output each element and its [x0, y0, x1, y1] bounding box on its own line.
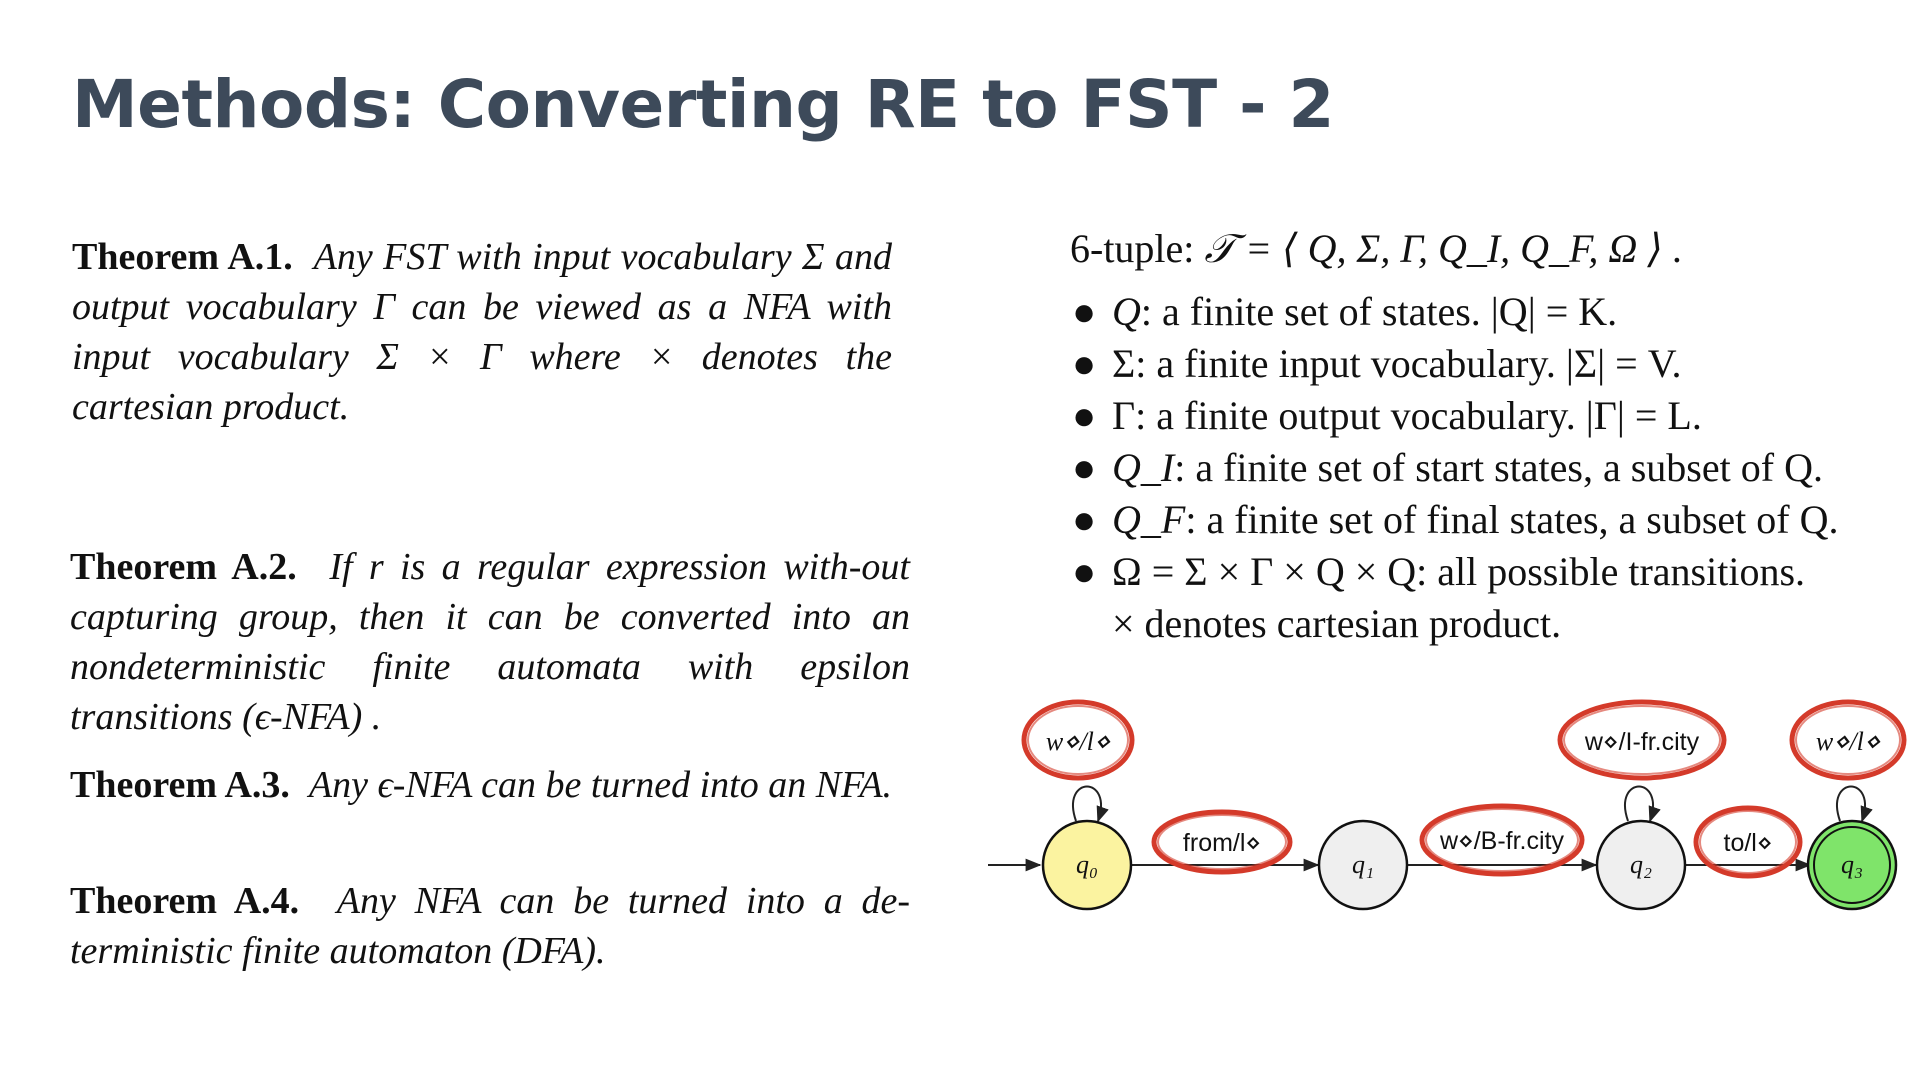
theorem-a4: Theorem A.4. Any NFA can be turned into …: [70, 876, 910, 976]
bullet-symbol: Σ: [1112, 341, 1136, 386]
state-q1: q₁: [1317, 819, 1409, 911]
loop-label-q0: w⋄/l⋄: [1046, 727, 1111, 756]
bullet-text: : a finite input vocabulary. |Σ| = V.: [1135, 341, 1682, 386]
list-item: ● Γ: a finite output vocabulary. |Γ| = L.: [1072, 390, 1839, 442]
transition-label-q1-q2: w⋄/B-fr.city: [1439, 827, 1564, 855]
tuple-formula: 𝒯 = ⟨ Q, Σ, Γ, Q_I, Q_F, Ω ⟩ .: [1204, 226, 1683, 271]
bullet-text: : a finite set of states. |Q| = K.: [1140, 289, 1618, 334]
theorem-label: Theorem A.3.: [70, 764, 290, 806]
transition-label-q0-q1: from/l⋄: [1183, 829, 1261, 857]
tuple-prefix: 6-tuple:: [1070, 226, 1205, 271]
bullet-symbol: Ω: [1112, 549, 1142, 594]
bullet-symbol: Q_F: [1112, 497, 1186, 542]
list-item: ● Q: a finite set of states. |Q| = K.: [1072, 286, 1839, 338]
list-item: ● Q_I: a finite set of start states, a su…: [1072, 442, 1839, 494]
loop-label-q3: w⋄/l⋄: [1816, 727, 1881, 756]
self-loop-q3: [1836, 785, 1873, 823]
fst-diagram: q₀ q₁ q₂ q₃ w⋄/l⋄ w⋄/I-fr.city w⋄/l⋄ fro…: [988, 699, 1907, 911]
list-item: ● Ω = Σ × Γ × Q × Q: all possible transit…: [1072, 546, 1839, 650]
bullet-icon: ●: [1072, 341, 1097, 386]
bullet-icon: ●: [1072, 549, 1097, 594]
bullet-icon: ●: [1072, 445, 1097, 490]
loop-label-q2: w⋄/I-fr.city: [1584, 728, 1700, 756]
theorem-body: Any FST with input vocabulary Σ and outp…: [72, 236, 892, 428]
theorem-label: Theorem A.4.: [70, 880, 300, 922]
bullet-icon: ●: [1072, 393, 1097, 438]
bullet-icon: ●: [1072, 289, 1097, 334]
theorem-a1: Theorem A.1. Any FST with input vocabula…: [72, 232, 892, 432]
bullet-text: = Σ × Γ × Q × Q: all possible transition…: [1141, 549, 1806, 594]
state-q3-final: q₃: [1806, 819, 1898, 911]
tuple-component-list: ● Q: a finite set of states. |Q| = K. ● Σ:…: [1072, 286, 1839, 650]
theorem-body: If r is a regular expression with-out ca…: [70, 546, 910, 738]
list-item: ● Σ: a finite input vocabulary. |Σ| = V.: [1072, 338, 1839, 390]
bullet-symbol: Q: [1112, 289, 1141, 334]
transition-label-q2-q3: to/l⋄: [1724, 829, 1773, 857]
theorem-body: Any ϵ-NFA can be turned into an NFA.: [308, 764, 893, 806]
state-label: q₀: [1076, 850, 1098, 879]
self-loop-q2: [1624, 785, 1661, 823]
self-loop-q0: [1072, 785, 1109, 823]
state-label: q₂: [1630, 850, 1652, 879]
bullet-text: : a finite set of final states, a subset…: [1185, 497, 1839, 542]
theorem-a2: Theorem A.2. If r is a regular expressio…: [70, 542, 910, 742]
bullet-text: : a finite output vocabulary. |Γ| = L.: [1135, 393, 1702, 438]
state-label: q₁: [1352, 850, 1374, 879]
state-q2: q₂: [1595, 819, 1687, 911]
state-q0: q₀: [1041, 819, 1133, 911]
list-item: ● Q_F: a finite set of final states, a su…: [1072, 494, 1839, 546]
theorem-label: Theorem A.1.: [72, 236, 293, 278]
theorem-a3: Theorem A.3. Any ϵ-NFA can be turned int…: [70, 760, 910, 810]
bullet-symbol: Q_I: [1112, 445, 1175, 490]
theorem-body: Any NFA can be turned into a de-terminis…: [70, 880, 911, 972]
bullet-text: : a finite set of start states, a subset…: [1174, 445, 1823, 490]
tuple-definition: 6-tuple: 𝒯 = ⟨ Q, Σ, Γ, Q_I, Q_F, Ω ⟩ .: [1070, 225, 1683, 272]
bullet-symbol: Γ: [1112, 393, 1136, 438]
highlight-marks: [1021, 699, 1907, 879]
bullet-icon: ●: [1072, 497, 1097, 542]
slide-title: Methods: Converting RE to FST - 2: [72, 66, 1334, 143]
bullet-continuation: × denotes cartesian product.: [1112, 601, 1562, 646]
theorem-label: Theorem A.2.: [70, 546, 297, 588]
state-label: q₃: [1841, 850, 1863, 879]
